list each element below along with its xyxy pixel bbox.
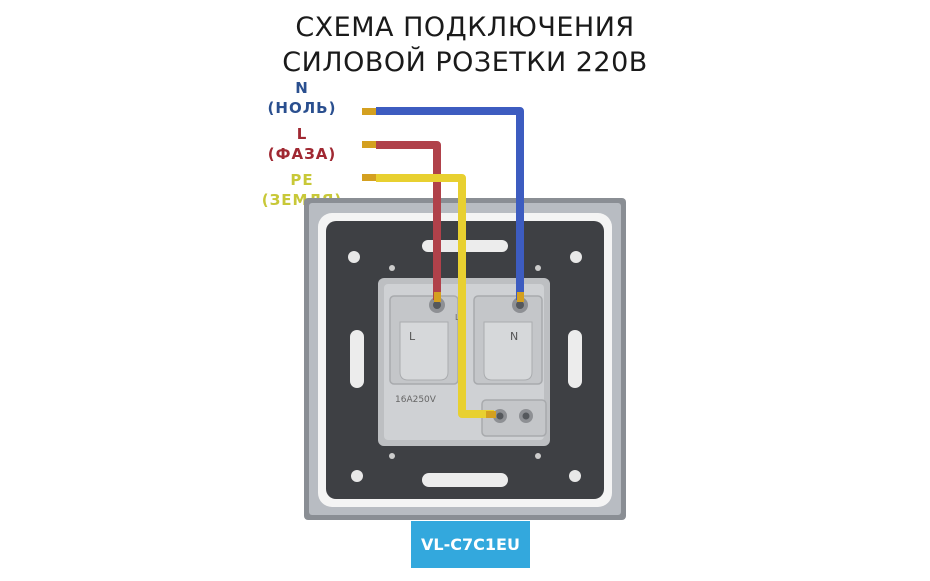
- stripped-end-l: [362, 141, 376, 148]
- mounting-hole: [348, 251, 360, 263]
- wire-label-l: L (ФАЗА): [242, 124, 362, 164]
- wire-phase: [376, 141, 441, 300]
- terminal-mark-n: N: [510, 330, 518, 343]
- model-badge: VL-C7C1EU: [411, 521, 530, 568]
- wire-code-n: N: [295, 79, 309, 97]
- wire-code-pe: PE: [290, 171, 314, 189]
- mounting-slot: [350, 330, 364, 388]
- stripped-end-pe: [362, 174, 376, 181]
- stripped-end-n: [362, 108, 376, 115]
- wire-earth: [376, 174, 494, 418]
- wire-name-n: (НОЛЬ): [267, 99, 337, 117]
- mounting-slot: [568, 330, 582, 388]
- rating-mark: 16A250V: [395, 395, 437, 405]
- diagram-title-line-2: СИЛОВОЙ РОЗЕТКИ 220В: [282, 47, 648, 78]
- diagram-title-line-1: СХЕМА ПОДКЛЮЧЕНИЯ: [295, 12, 635, 43]
- mounting-hole: [570, 251, 582, 263]
- wire-neutral: [376, 107, 524, 300]
- wire-label-n: N (НОЛЬ): [242, 78, 362, 118]
- wire-name-l: (ФАЗА): [267, 145, 337, 163]
- wire-code-l: L: [296, 125, 308, 143]
- mounting-hole: [569, 470, 581, 482]
- terminal-mark-l: L: [409, 330, 416, 343]
- mounting-slot: [422, 473, 508, 487]
- mounting-hole: [351, 470, 363, 482]
